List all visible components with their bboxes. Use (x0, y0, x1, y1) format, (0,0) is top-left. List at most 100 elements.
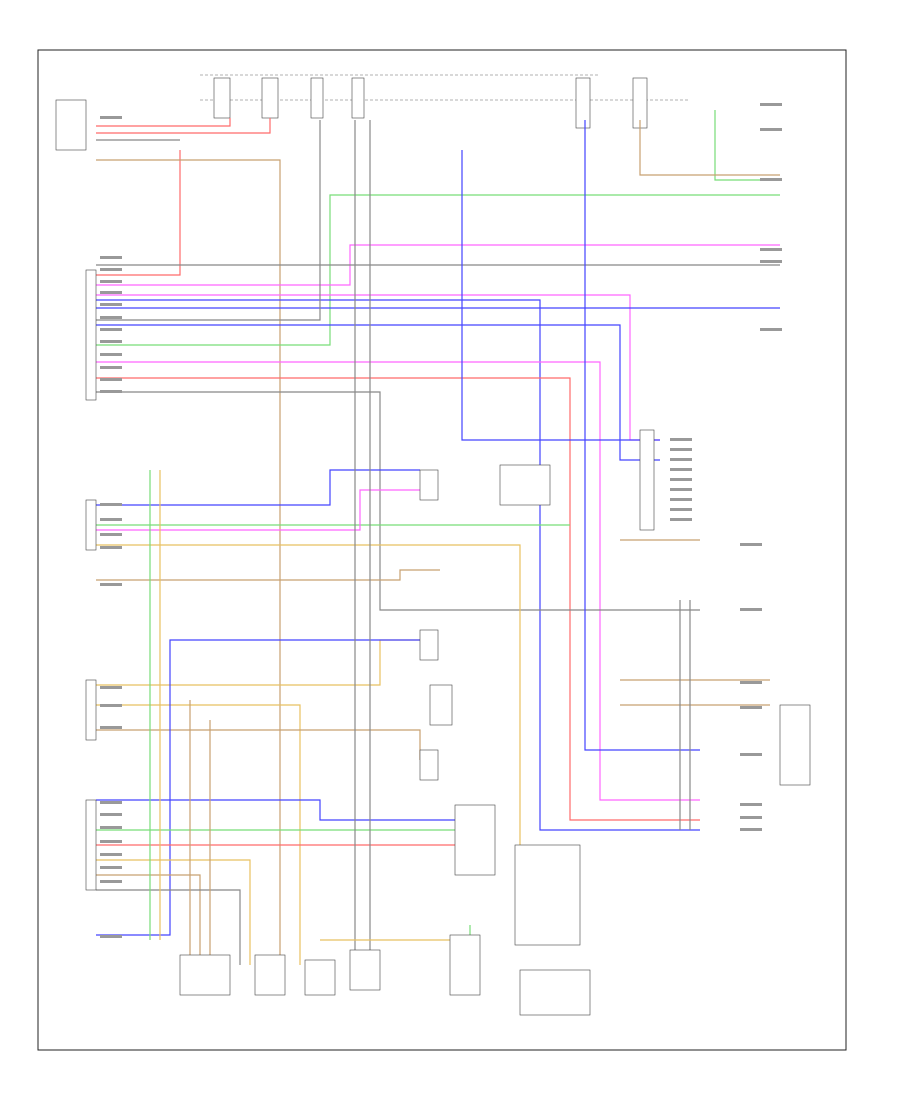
label-placeholder (740, 681, 762, 684)
label-placeholder (100, 583, 122, 586)
label-placeholder (740, 706, 762, 709)
wire-red (96, 118, 231, 127)
label-placeholder (670, 518, 692, 521)
wire-red (96, 118, 271, 134)
label-placeholder (100, 116, 122, 119)
label-placeholder (100, 801, 122, 804)
label-placeholder (100, 546, 122, 549)
label-placeholder (100, 813, 122, 816)
solenoid-2 (429, 684, 453, 726)
label-placeholder (100, 390, 122, 393)
label-placeholder (100, 533, 122, 536)
wire-blue (96, 299, 700, 831)
label-placeholder (670, 498, 692, 501)
label-placeholder (760, 260, 782, 263)
ignition-switch (55, 99, 87, 151)
fuse-block-5 (575, 77, 591, 129)
label-placeholder (670, 458, 692, 461)
label-placeholder (100, 316, 122, 319)
label-placeholder (100, 378, 122, 381)
label-placeholder (670, 468, 692, 471)
label-placeholder (740, 543, 762, 546)
wire-yellow (320, 935, 471, 941)
label-placeholder (670, 508, 692, 511)
wire-yellow (96, 544, 521, 850)
label-placeholder (100, 256, 122, 259)
connector-left-mid (85, 499, 97, 551)
wire-blue (96, 799, 455, 821)
sensor-2 (499, 464, 551, 506)
label-placeholder (100, 340, 122, 343)
label-placeholder (100, 866, 122, 869)
bottom-connector-4 (349, 949, 381, 991)
bottom-connector-1 (179, 954, 231, 996)
wire-blue (461, 150, 660, 441)
illegible-annotations (100, 103, 782, 938)
label-placeholder (760, 103, 782, 106)
bottom-connector-2 (254, 954, 286, 996)
connector-left-upper (85, 269, 97, 401)
label-placeholder (100, 503, 122, 506)
label-placeholder (740, 828, 762, 831)
wire-green (96, 194, 780, 346)
label-placeholder (100, 303, 122, 306)
label-placeholder (100, 880, 122, 883)
top-power-section (200, 74, 690, 129)
label-placeholder (100, 328, 122, 331)
fuse-block-3 (310, 77, 324, 119)
wire-red (96, 377, 700, 821)
bottom-connector-3 (304, 959, 336, 996)
label-placeholder (100, 840, 122, 843)
fuse-block-4 (351, 77, 365, 119)
label-placeholder (100, 353, 122, 356)
wire-yellow (96, 704, 301, 965)
relay-cluster (514, 844, 581, 946)
label-placeholder (740, 608, 762, 611)
wire-pink (96, 361, 700, 801)
sensor-1 (419, 469, 439, 501)
label-placeholder (100, 291, 122, 294)
connector-left-lower (85, 679, 97, 741)
wire-pink (96, 294, 660, 441)
label-placeholder (760, 328, 782, 331)
solenoid-3 (419, 749, 439, 781)
wire-green (714, 110, 780, 181)
wire-blue (96, 469, 420, 506)
fuse-block-1 (213, 77, 231, 119)
connector-left-bottom (85, 799, 97, 891)
label-placeholder (100, 826, 122, 829)
wire-gray (96, 391, 700, 611)
wire-gray (96, 889, 241, 965)
label-placeholder (100, 853, 122, 856)
label-placeholder (670, 478, 692, 481)
label-placeholder (100, 704, 122, 707)
label-placeholder (740, 753, 762, 756)
label-placeholder (100, 280, 122, 283)
wire-yellow (96, 859, 251, 965)
shift-switch (779, 704, 811, 786)
wire-yellow (96, 639, 420, 686)
label-placeholder (100, 935, 122, 938)
label-placeholder (100, 518, 122, 521)
wire-gray (96, 120, 321, 321)
label-placeholder (760, 128, 782, 131)
diagram-frame (37, 49, 847, 1051)
solenoid-1 (419, 629, 439, 661)
fuse-block-2 (261, 77, 279, 119)
wire-red (96, 150, 181, 276)
wire-traces (96, 110, 780, 965)
wire-tan (96, 159, 281, 960)
wire-blue (584, 120, 700, 751)
components (55, 99, 811, 1016)
label-placeholder (100, 268, 122, 271)
label-placeholder (760, 178, 782, 181)
control-module (454, 804, 496, 876)
wire-tan (96, 569, 440, 581)
label-placeholder (100, 726, 122, 729)
wire-blue (96, 639, 420, 936)
label-placeholder (670, 488, 692, 491)
label-placeholder (100, 686, 122, 689)
speed-sensor (449, 934, 481, 996)
wire-pink (96, 489, 420, 531)
